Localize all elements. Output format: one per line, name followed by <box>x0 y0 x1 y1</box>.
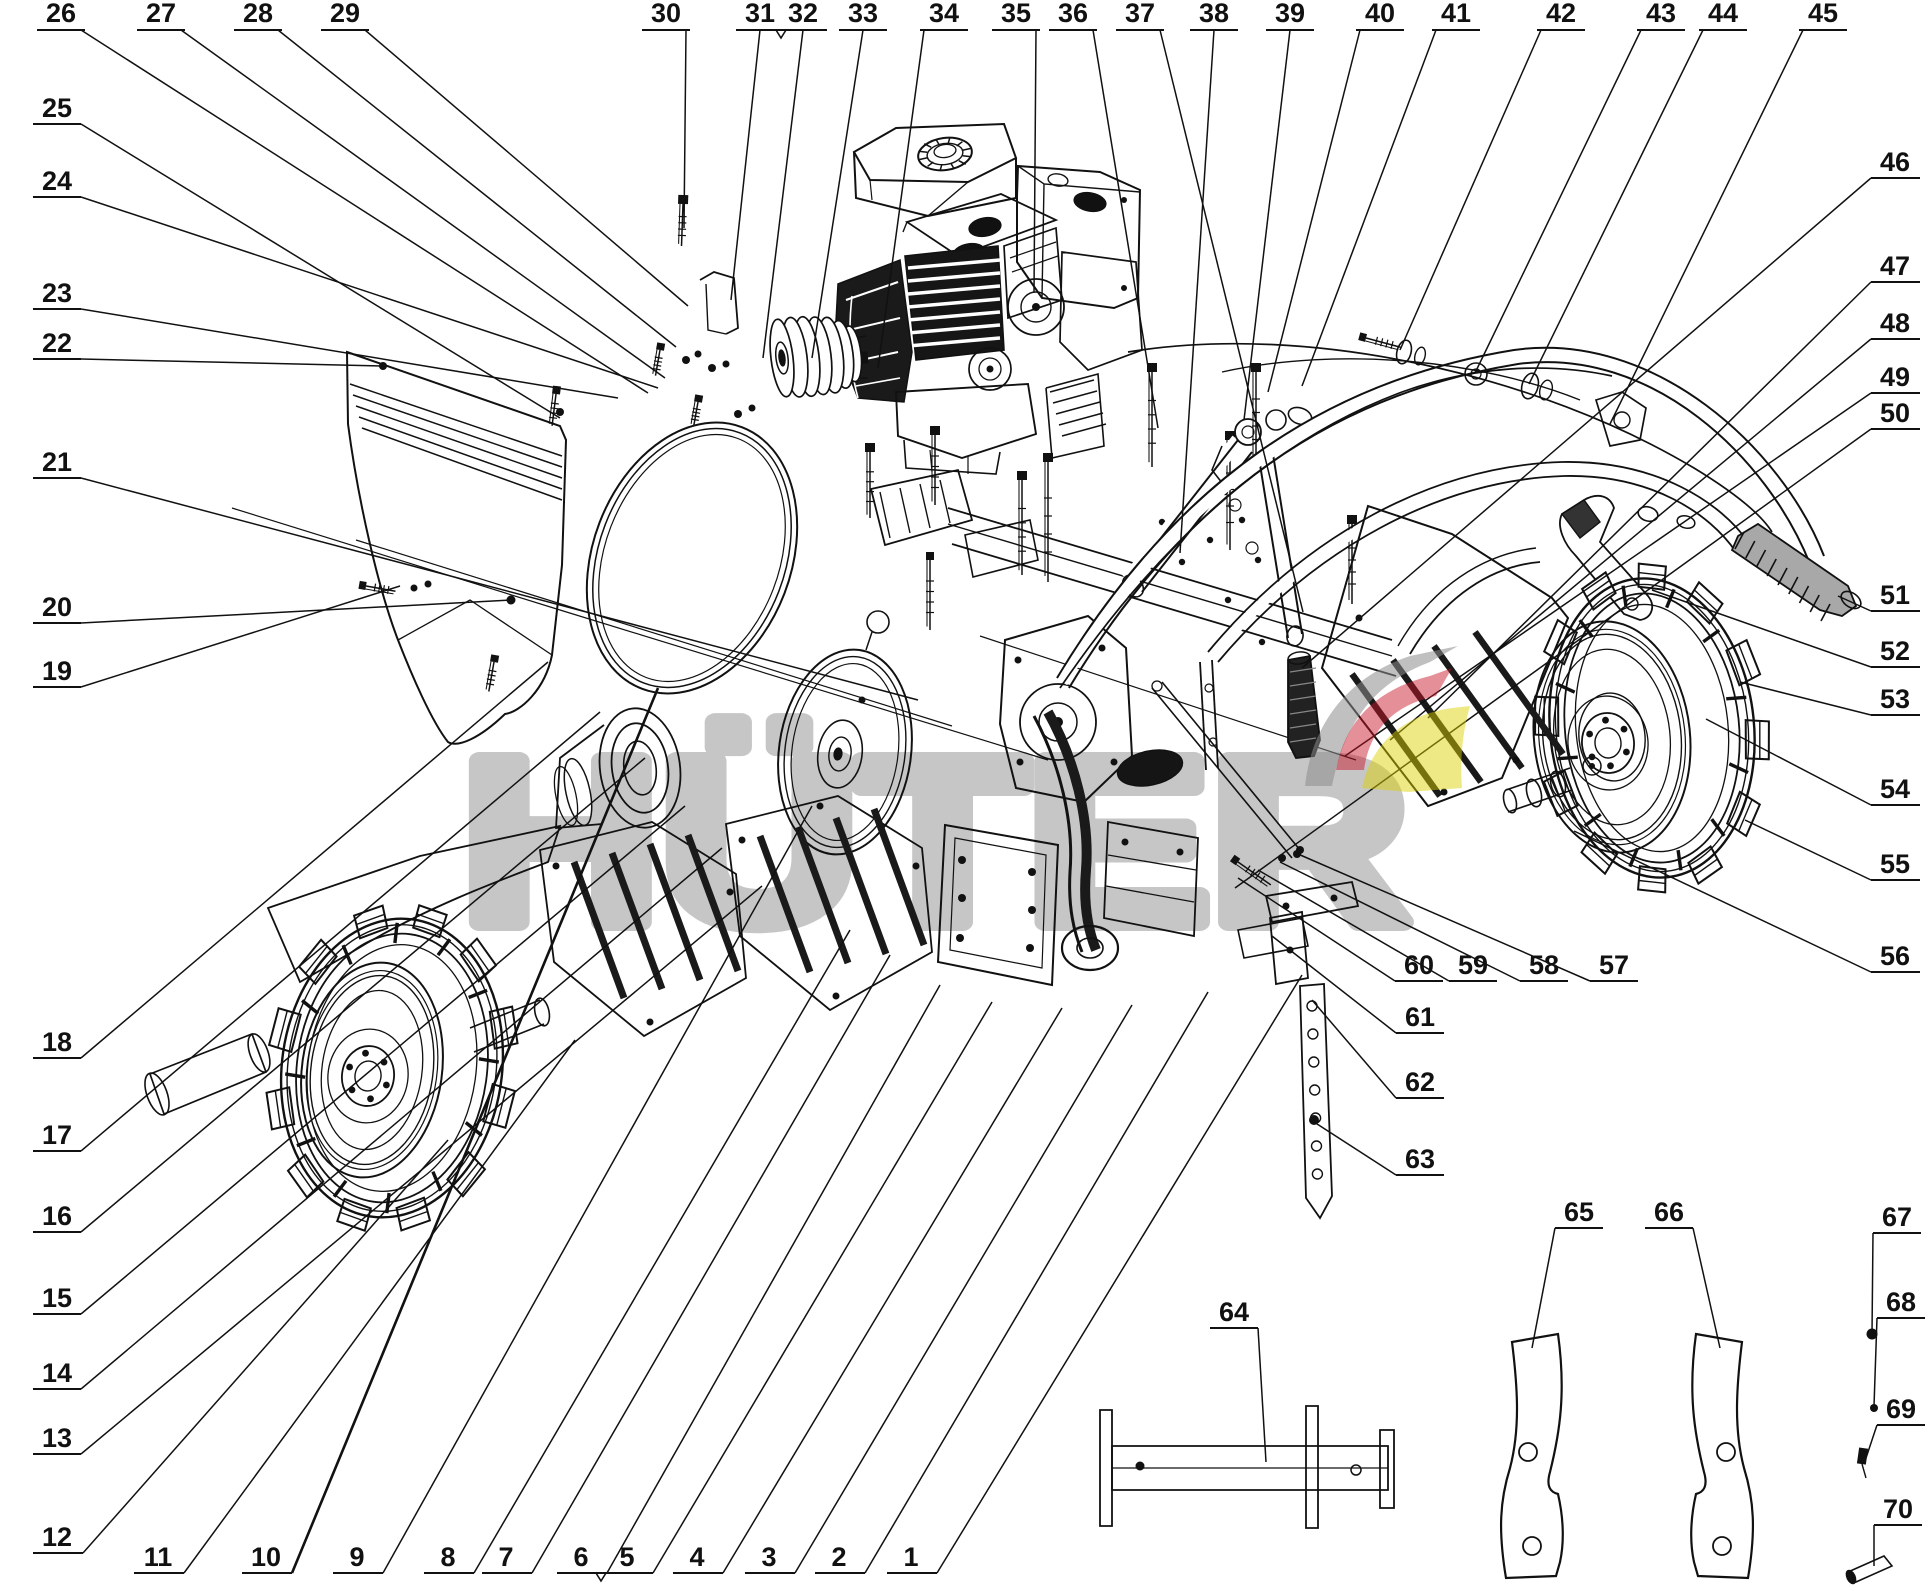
svg-text:4: 4 <box>689 1542 704 1572</box>
svg-text:6: 6 <box>573 1542 588 1572</box>
svg-text:39: 39 <box>1275 0 1305 28</box>
svg-text:54: 54 <box>1880 774 1910 804</box>
svg-text:15: 15 <box>42 1283 72 1313</box>
svg-text:18: 18 <box>42 1027 72 1057</box>
svg-text:24: 24 <box>42 166 72 196</box>
svg-text:2: 2 <box>831 1542 846 1572</box>
svg-text:61: 61 <box>1405 1002 1435 1032</box>
svg-text:1: 1 <box>903 1542 918 1572</box>
svg-text:51: 51 <box>1880 580 1910 610</box>
svg-text:45: 45 <box>1808 0 1838 28</box>
svg-text:12: 12 <box>42 1522 72 1552</box>
svg-text:28: 28 <box>243 0 273 28</box>
svg-text:44: 44 <box>1708 0 1738 28</box>
svg-text:8: 8 <box>440 1542 455 1572</box>
svg-text:37: 37 <box>1125 0 1155 28</box>
svg-text:27: 27 <box>146 0 176 28</box>
svg-text:64: 64 <box>1219 1297 1249 1327</box>
svg-text:58: 58 <box>1529 950 1559 980</box>
svg-text:42: 42 <box>1546 0 1576 28</box>
svg-text:29: 29 <box>330 0 360 28</box>
svg-text:13: 13 <box>42 1423 72 1453</box>
svg-text:57: 57 <box>1599 950 1629 980</box>
svg-text:55: 55 <box>1880 849 1910 879</box>
svg-text:47: 47 <box>1880 251 1910 281</box>
svg-text:53: 53 <box>1880 684 1910 714</box>
svg-text:65: 65 <box>1564 1197 1594 1227</box>
svg-text:23: 23 <box>42 278 72 308</box>
svg-text:63: 63 <box>1405 1144 1435 1174</box>
svg-text:62: 62 <box>1405 1067 1435 1097</box>
svg-text:49: 49 <box>1880 362 1910 392</box>
svg-text:67: 67 <box>1882 1202 1912 1232</box>
svg-text:68: 68 <box>1886 1287 1916 1317</box>
svg-text:38: 38 <box>1199 0 1229 28</box>
svg-text:25: 25 <box>42 93 72 123</box>
svg-text:17: 17 <box>42 1120 72 1150</box>
svg-text:34: 34 <box>929 0 959 28</box>
svg-text:52: 52 <box>1880 636 1910 666</box>
svg-text:70: 70 <box>1883 1494 1913 1524</box>
svg-text:69: 69 <box>1886 1394 1916 1424</box>
svg-text:32: 32 <box>788 0 818 28</box>
svg-text:10: 10 <box>251 1542 281 1572</box>
svg-text:19: 19 <box>42 656 72 686</box>
svg-text:16: 16 <box>42 1201 72 1231</box>
svg-text:43: 43 <box>1646 0 1676 28</box>
svg-text:60: 60 <box>1404 950 1434 980</box>
svg-text:66: 66 <box>1654 1197 1684 1227</box>
svg-text:48: 48 <box>1880 308 1910 338</box>
svg-text:36: 36 <box>1058 0 1088 28</box>
svg-text:59: 59 <box>1458 950 1488 980</box>
svg-text:56: 56 <box>1880 941 1910 971</box>
svg-text:41: 41 <box>1441 0 1471 28</box>
svg-text:35: 35 <box>1001 0 1031 28</box>
svg-text:22: 22 <box>42 328 72 358</box>
svg-text:9: 9 <box>349 1542 364 1572</box>
svg-text:14: 14 <box>42 1358 72 1388</box>
svg-text:11: 11 <box>144 1542 173 1572</box>
svg-text:30: 30 <box>651 0 681 28</box>
svg-text:33: 33 <box>848 0 878 28</box>
svg-text:7: 7 <box>498 1542 513 1572</box>
svg-text:5: 5 <box>619 1542 634 1572</box>
svg-text:20: 20 <box>42 592 72 622</box>
svg-text:21: 21 <box>42 447 72 477</box>
svg-text:46: 46 <box>1880 147 1910 177</box>
svg-text:3: 3 <box>761 1542 776 1572</box>
svg-text:50: 50 <box>1880 398 1910 428</box>
svg-text:31: 31 <box>745 0 775 28</box>
svg-text:26: 26 <box>46 0 76 28</box>
svg-text:40: 40 <box>1365 0 1395 28</box>
